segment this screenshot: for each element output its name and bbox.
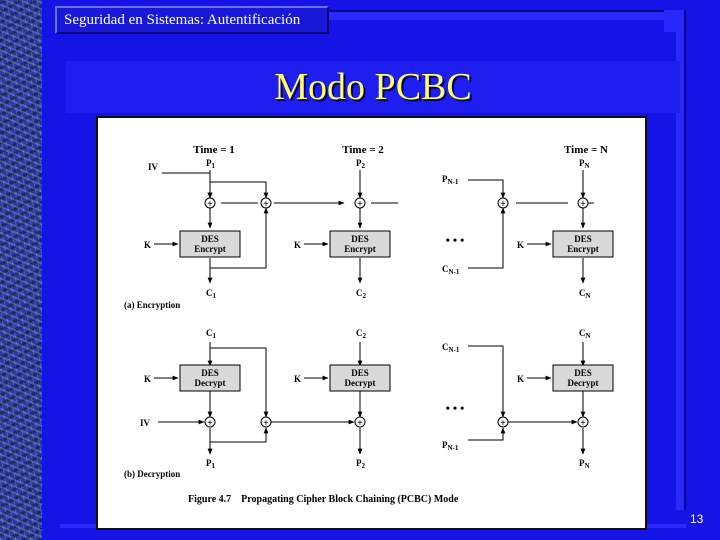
- dec-p2-label: P2: [356, 458, 366, 470]
- enc-c1-label: C1: [206, 288, 217, 300]
- dec-pn-1-label: PN-1: [442, 440, 459, 452]
- xor-symbol: +: [207, 199, 213, 210]
- time-label-2: Time = 2: [342, 144, 384, 156]
- time-label-1: Time = 1: [193, 144, 235, 156]
- xor-symbol: +: [357, 418, 363, 429]
- des-box-label: Decrypt: [195, 378, 226, 388]
- xor-symbol: +: [580, 418, 586, 429]
- key-label: K: [294, 374, 301, 384]
- dec-cn-1-label: CN-1: [442, 342, 460, 354]
- xor-symbol: +: [207, 418, 213, 429]
- xor-symbol: +: [500, 199, 506, 210]
- frame-right-bar: [676, 10, 686, 510]
- des-box-label: Encrypt: [567, 244, 599, 254]
- encryption-des-boxes: [179, 230, 614, 258]
- des-box-label: DES: [574, 234, 592, 244]
- figure-caption: Figure 4.7 Propagating Cipher Block Chai…: [188, 494, 459, 505]
- des-box-label: DES: [351, 368, 369, 378]
- enc-ellipsis: • • •: [446, 233, 465, 247]
- xor-symbol: +: [263, 418, 269, 429]
- key-label: K: [144, 240, 151, 250]
- key-label: K: [517, 374, 524, 384]
- slide-title: Modo PCBC: [274, 66, 472, 108]
- section-header: Seguridad en Sistemas: Autentificación: [55, 6, 329, 34]
- decryption-xors: [204, 416, 589, 428]
- page-number: 13: [690, 512, 704, 526]
- iv-label: IV: [148, 162, 159, 172]
- decryption-diagram: [154, 342, 586, 455]
- dec-cn-label: CN: [579, 328, 591, 340]
- encryption-label: (a) Encryption: [124, 300, 180, 310]
- iv-label: IV: [140, 418, 151, 428]
- dec-pn-label: PN: [579, 458, 590, 470]
- time-label-n: Time = N: [564, 144, 608, 156]
- des-box-label: DES: [351, 234, 369, 244]
- key-label: K: [517, 240, 524, 250]
- des-box-label: Decrypt: [568, 378, 599, 388]
- enc-pn-1-label: PN-1: [442, 174, 459, 186]
- des-box-label: Encrypt: [344, 244, 376, 254]
- dec-p1-label: P1: [206, 458, 216, 470]
- pcbc-diagram-figure: Time = 1 Time = 2 Time = N: [96, 116, 647, 530]
- decryption-label: (b) Decryption: [124, 469, 180, 479]
- des-box-label: DES: [201, 234, 219, 244]
- xor-symbol: +: [263, 199, 269, 210]
- key-label: K: [144, 374, 151, 384]
- enc-p1-label: P1: [206, 158, 216, 170]
- dec-c2-label: C2: [356, 328, 367, 340]
- xor-symbol: +: [500, 418, 506, 429]
- des-box-label: Decrypt: [345, 378, 376, 388]
- enc-pn-label: PN: [579, 158, 590, 170]
- title-band: [66, 61, 680, 113]
- dec-c1-label: C1: [206, 328, 217, 340]
- des-box-label: DES: [574, 368, 592, 378]
- frame-top-bar: [326, 10, 684, 20]
- enc-p2-label: P2: [356, 158, 366, 170]
- des-box-label: DES: [201, 368, 219, 378]
- des-box-label: Encrypt: [194, 244, 226, 254]
- decryption-des-boxes: [179, 364, 614, 392]
- encryption-diagram: [154, 170, 594, 284]
- xor-symbol: +: [357, 199, 363, 210]
- pcbc-diagram: Time = 1 Time = 2 Time = N: [124, 144, 614, 505]
- decorative-texture-strip: [0, 0, 42, 540]
- enc-c2-label: C2: [356, 288, 367, 300]
- enc-cn-label: CN: [579, 288, 591, 300]
- dec-ellipsis: • • •: [446, 401, 465, 415]
- encryption-xors: [204, 197, 589, 209]
- xor-symbol: +: [580, 199, 586, 210]
- key-label: K: [294, 240, 301, 250]
- enc-cn-1-label: CN-1: [442, 264, 460, 276]
